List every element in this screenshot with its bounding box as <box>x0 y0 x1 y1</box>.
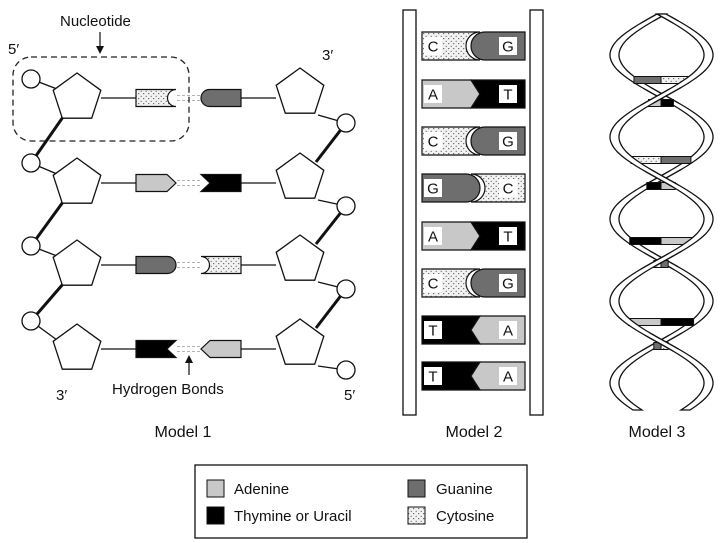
model2-letter-box <box>424 37 442 55</box>
model1-phosphate-right <box>336 279 356 299</box>
nucleotide-box <box>12 56 190 142</box>
model3-base-thymine <box>660 318 695 326</box>
model2-letter-box <box>424 227 442 245</box>
legend: Adenine Guanine Thymine or Uracil Cytosi… <box>194 464 528 539</box>
model2-letter-box <box>499 274 517 292</box>
model1-base-cytosine <box>135 88 177 108</box>
model3-strand-front <box>609 13 714 411</box>
hydrogen-bonds-label: Hydrogen Bonds <box>112 381 224 398</box>
model2-caption: Model 2 <box>446 424 503 441</box>
model1-phosphate-left <box>21 236 41 256</box>
model3-caption: Model 3 <box>629 424 686 441</box>
model2-letter-box <box>499 179 517 197</box>
model3-base-thymine <box>646 182 662 190</box>
model2-base-letter: A <box>503 369 513 386</box>
model2-letter-box <box>424 274 442 292</box>
model2-base-letter: A <box>503 323 513 340</box>
model1-base-adenine <box>200 339 242 359</box>
model1-base-guanine <box>200 88 242 108</box>
model1-base-thymine <box>199 173 242 193</box>
model1-phosphate-left <box>21 311 41 331</box>
model1-sugar-right <box>275 318 325 365</box>
model1-phosphate-right <box>336 196 356 216</box>
legend-label-adenine: Adenine <box>234 481 289 498</box>
model3-strand-back <box>609 13 714 411</box>
model2: C G A T C G G C A T C G T A T A Model 2 <box>402 9 544 441</box>
legend-label-guanine: Guanine <box>436 481 493 498</box>
model2-letter-box <box>424 179 442 197</box>
model2-base-letter: T <box>428 369 437 386</box>
model2-letter-box <box>499 227 517 245</box>
model2-letter-box <box>499 367 517 385</box>
model2-base-letter: G <box>502 134 514 151</box>
model2-letter-box <box>424 367 442 385</box>
model1-sugar-left <box>52 157 102 204</box>
model2-letter-box <box>499 37 517 55</box>
model1: Nucleotide 5′ 3′ 3′ 5′ Hydrogen Bonds Mo… <box>8 13 356 441</box>
legend-swatch-thymine <box>206 506 225 525</box>
model1-phosphate-left <box>21 69 41 89</box>
legend-label-cytosine: Cytosine <box>436 508 494 525</box>
three-prime-top-label: 3′ <box>322 47 333 64</box>
model1-phosphate-left <box>21 153 41 173</box>
model2-base-letter: G <box>502 276 514 293</box>
model2-base-letter: G <box>427 181 439 198</box>
five-prime-top-label: 5′ <box>8 41 19 58</box>
legend-box <box>194 464 528 539</box>
model1-base-adenine <box>135 173 177 193</box>
model3-base-thymine <box>660 99 674 107</box>
nucleotide-label: Nucleotide <box>60 13 131 30</box>
model3-front-strand <box>609 13 714 411</box>
model1-sugar-left <box>52 239 102 286</box>
model2-base-letter: C <box>503 181 514 198</box>
hydrogen-bonds-arrow <box>185 355 193 375</box>
model1-bases <box>135 88 242 359</box>
five-prime-bottom-label: 5′ <box>344 387 355 404</box>
model1-base-thymine <box>135 339 178 359</box>
three-prime-bottom-label: 3′ <box>56 387 67 404</box>
model1-phosphate-right <box>336 360 356 380</box>
model1-sugar-left <box>52 323 102 370</box>
legend-swatch-cytosine <box>407 506 426 525</box>
legend-label-thymine: Thymine or Uracil <box>234 508 352 525</box>
model1-sugar-right <box>275 234 325 281</box>
model1-base-cytosine <box>200 255 242 275</box>
model1-sugars <box>21 67 356 380</box>
model2-left-rail <box>402 9 417 416</box>
model2-right-rail <box>529 9 544 416</box>
model2-letter-box <box>424 85 442 103</box>
model2-base-letter: A <box>428 229 438 246</box>
model2-rungs: C G A T C G G C A T C G T A T A <box>421 31 526 391</box>
model2-base-letter: C <box>428 276 439 293</box>
model1-phosphate-right <box>336 113 356 133</box>
model3-rungs <box>627 76 695 350</box>
model2-letter-box <box>499 85 517 103</box>
model3-base-guanine <box>660 156 692 164</box>
legend-swatch-adenine <box>206 479 225 498</box>
model1-sugar-right <box>275 67 325 114</box>
legend-swatch-guanine <box>407 479 426 498</box>
model2-letter-box <box>499 132 517 150</box>
model1-sugar-right <box>275 152 325 199</box>
model2-base-letter: T <box>503 87 512 104</box>
model2-base-letter: G <box>502 39 514 56</box>
model3-base-thymine <box>629 237 662 245</box>
model2-base-letter: A <box>428 87 438 104</box>
model2-base-letter: C <box>428 134 439 151</box>
model1-base-guanine <box>135 255 177 275</box>
model2-letter-box <box>424 132 442 150</box>
model2-letter-box <box>499 321 517 339</box>
nucleotide-arrow <box>96 32 104 54</box>
model3-back-strand <box>609 13 714 411</box>
model3-base-guanine <box>633 76 662 84</box>
model2-base-letter: C <box>428 39 439 56</box>
model3: Model 3 <box>609 13 714 441</box>
model2-base-letter: T <box>428 323 437 340</box>
model1-sugar-left <box>52 72 102 119</box>
model2-base-letter: T <box>503 229 512 246</box>
model2-letter-box <box>424 321 442 339</box>
model1-caption: Model 1 <box>155 424 212 441</box>
